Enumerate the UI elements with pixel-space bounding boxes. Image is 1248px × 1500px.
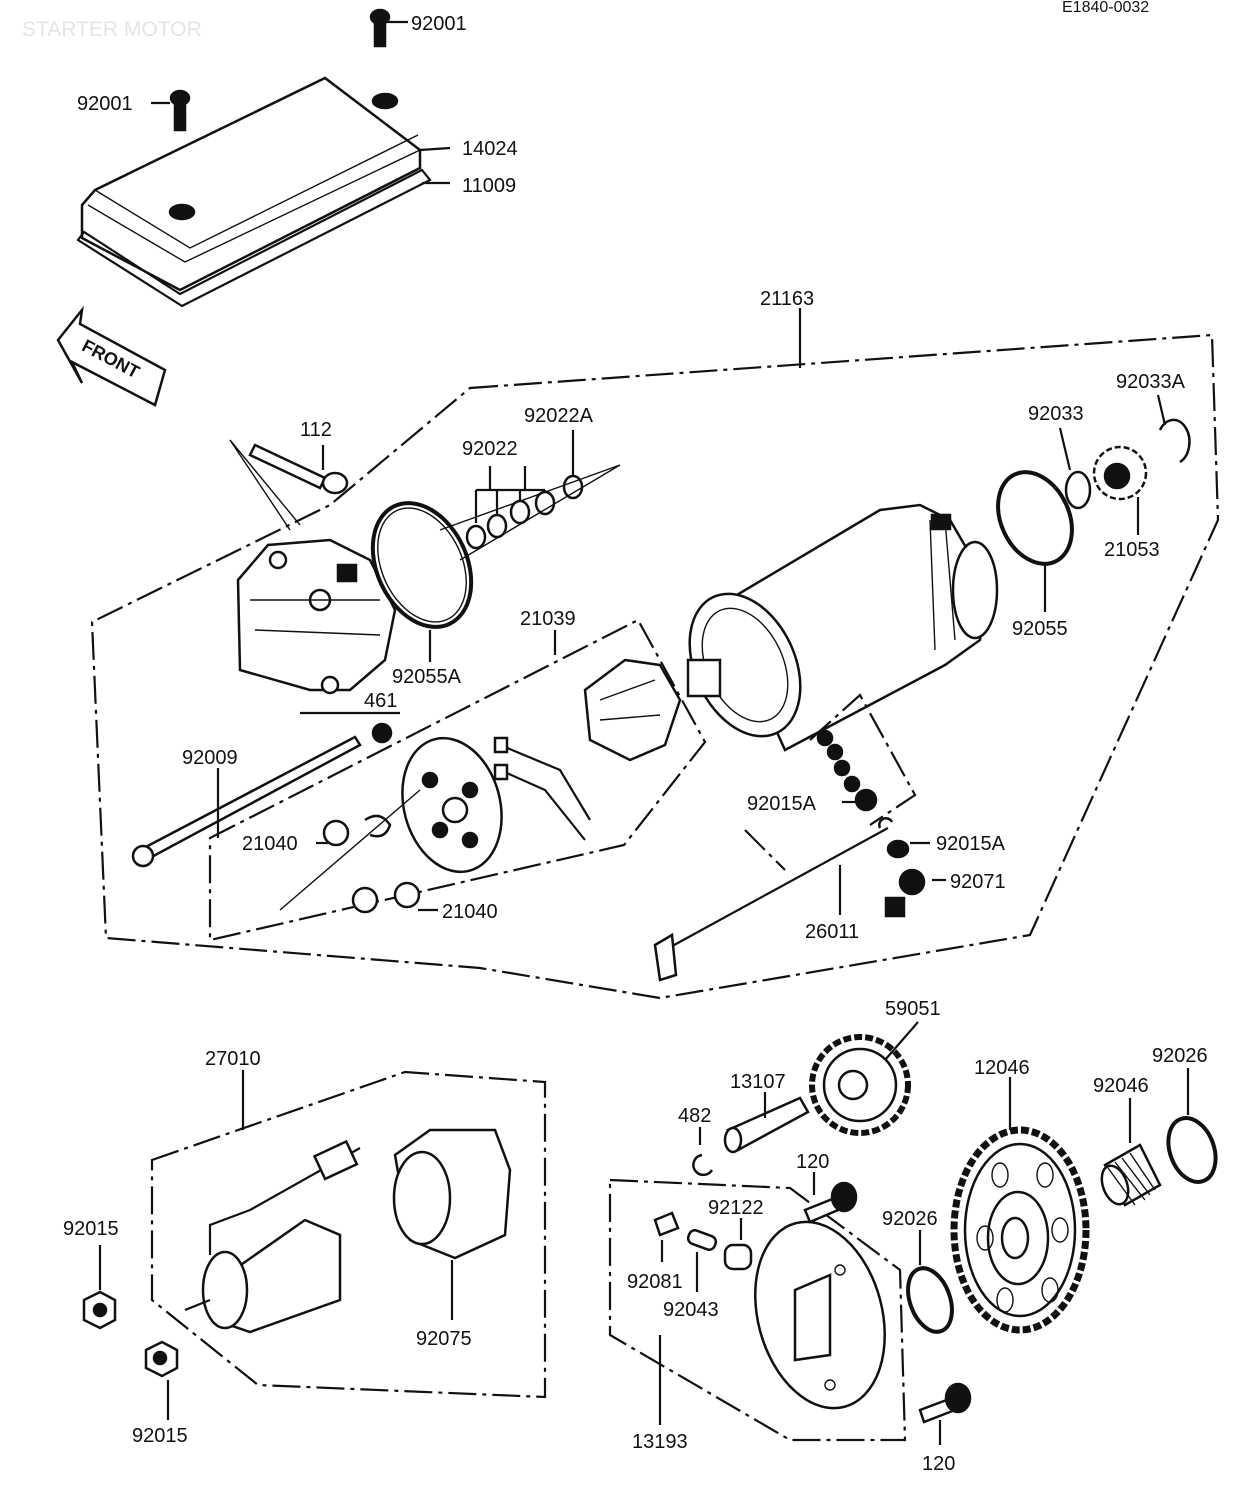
- shaft-13107: [723, 1096, 810, 1154]
- end-cover: [236, 538, 397, 695]
- label-92026-b: 92026: [1152, 1045, 1208, 1067]
- label-14024: 14024: [462, 138, 518, 160]
- clip-482: [692, 1153, 714, 1177]
- label-112: 112: [300, 419, 332, 441]
- label-92033A: 92033A: [1116, 371, 1186, 393]
- brush-holder: [583, 658, 682, 762]
- label-27010: 27010: [205, 1048, 261, 1070]
- label-92075: 92075: [416, 1328, 472, 1350]
- label-92033: 92033: [1028, 403, 1084, 425]
- brush-21040-b: [351, 881, 421, 914]
- label-92055: 92055: [1012, 618, 1068, 640]
- label-461: 461: [364, 690, 397, 712]
- oring-92055: [996, 470, 1074, 566]
- label-92071: 92071: [950, 871, 1006, 893]
- circlip-92033A: [1158, 418, 1191, 464]
- label-59051: 59051: [885, 998, 941, 1020]
- label-92046: 92046: [1093, 1075, 1149, 1097]
- roller-92122: [723, 1243, 753, 1271]
- spring-92081: [653, 1211, 680, 1237]
- front-arrow-icon: FRONT: [56, 305, 167, 407]
- bolt-120-a: [803, 1181, 858, 1224]
- washers-92022: [465, 474, 584, 550]
- washer-92026-b: [1166, 1116, 1218, 1184]
- label-13193: 13193: [632, 1431, 688, 1453]
- label-92026-a: 92026: [882, 1208, 938, 1230]
- terminal-stack: [816, 729, 878, 812]
- gasket-11009: [76, 168, 432, 308]
- label-21053: 21053: [1104, 539, 1160, 561]
- bolt-120-b: [918, 1382, 972, 1424]
- needle-bearing-92046: [1100, 1143, 1162, 1207]
- label-92015A-b: 92015A: [936, 833, 1006, 855]
- nut-92015-a: [82, 1290, 117, 1330]
- through-bolt-92009: [131, 735, 362, 868]
- label-92022A: 92022A: [524, 405, 594, 427]
- plunger-92043: [686, 1229, 718, 1251]
- washer-92033: [1064, 470, 1092, 510]
- diagram-code: E1840-0032: [1062, 0, 1149, 16]
- brush-21040-a: [322, 814, 392, 847]
- label-11009: 11009: [462, 175, 516, 197]
- label-21040-a: 21040: [242, 833, 298, 855]
- label-92001-left: 92001: [77, 93, 133, 115]
- sprocket-59051: [809, 1034, 911, 1136]
- label-12046: 12046: [974, 1057, 1030, 1079]
- label-92015A-a: 92015A: [747, 793, 817, 815]
- starter-motor-27010: [184, 1139, 361, 1334]
- label-92001-top: 92001: [411, 13, 467, 35]
- label-120-a: 120: [796, 1151, 829, 1173]
- label-21040-b: 21040: [442, 901, 498, 923]
- label-92122: 92122: [708, 1197, 764, 1219]
- cover-14024: [80, 76, 422, 292]
- lead-26011: [653, 817, 894, 982]
- nut-92015-b: [144, 1340, 179, 1378]
- label-92022: 92022: [462, 438, 518, 460]
- label-92015-b: 92015: [132, 1425, 188, 1447]
- oring-92055A: [370, 501, 474, 629]
- starter-clutch-13193: [754, 1220, 886, 1410]
- bolt-92001-left: [169, 89, 191, 132]
- label-92055A: 92055A: [392, 666, 462, 688]
- bolt-112: [248, 443, 349, 495]
- label-120-b: 120: [922, 1453, 955, 1475]
- label-26011: 26011: [805, 921, 859, 943]
- label-92009: 92009: [182, 747, 238, 769]
- label-92043: 92043: [663, 1299, 719, 1321]
- label-21163: 21163: [760, 288, 814, 310]
- label-92081: 92081: [627, 1271, 683, 1293]
- motor-yoke: [686, 503, 999, 752]
- brush-leads: [493, 736, 591, 841]
- terminal-92071: [884, 868, 926, 918]
- nut-92015A: [886, 839, 910, 859]
- cover-92075: [392, 1128, 512, 1260]
- label-92015-a: 92015: [63, 1218, 119, 1240]
- gear-12046: [950, 1126, 1090, 1334]
- diagram-title: STARTER MOTOR: [22, 18, 202, 41]
- bolt-92001-top: [369, 8, 391, 48]
- label-482: 482: [678, 1105, 711, 1127]
- brush-plate: [401, 736, 503, 874]
- label-21039: 21039: [520, 608, 576, 630]
- pinion-gear-21053: [1092, 445, 1148, 501]
- label-13107: 13107: [730, 1071, 786, 1093]
- nut-461: [371, 722, 393, 744]
- washer-92026-a: [906, 1266, 954, 1334]
